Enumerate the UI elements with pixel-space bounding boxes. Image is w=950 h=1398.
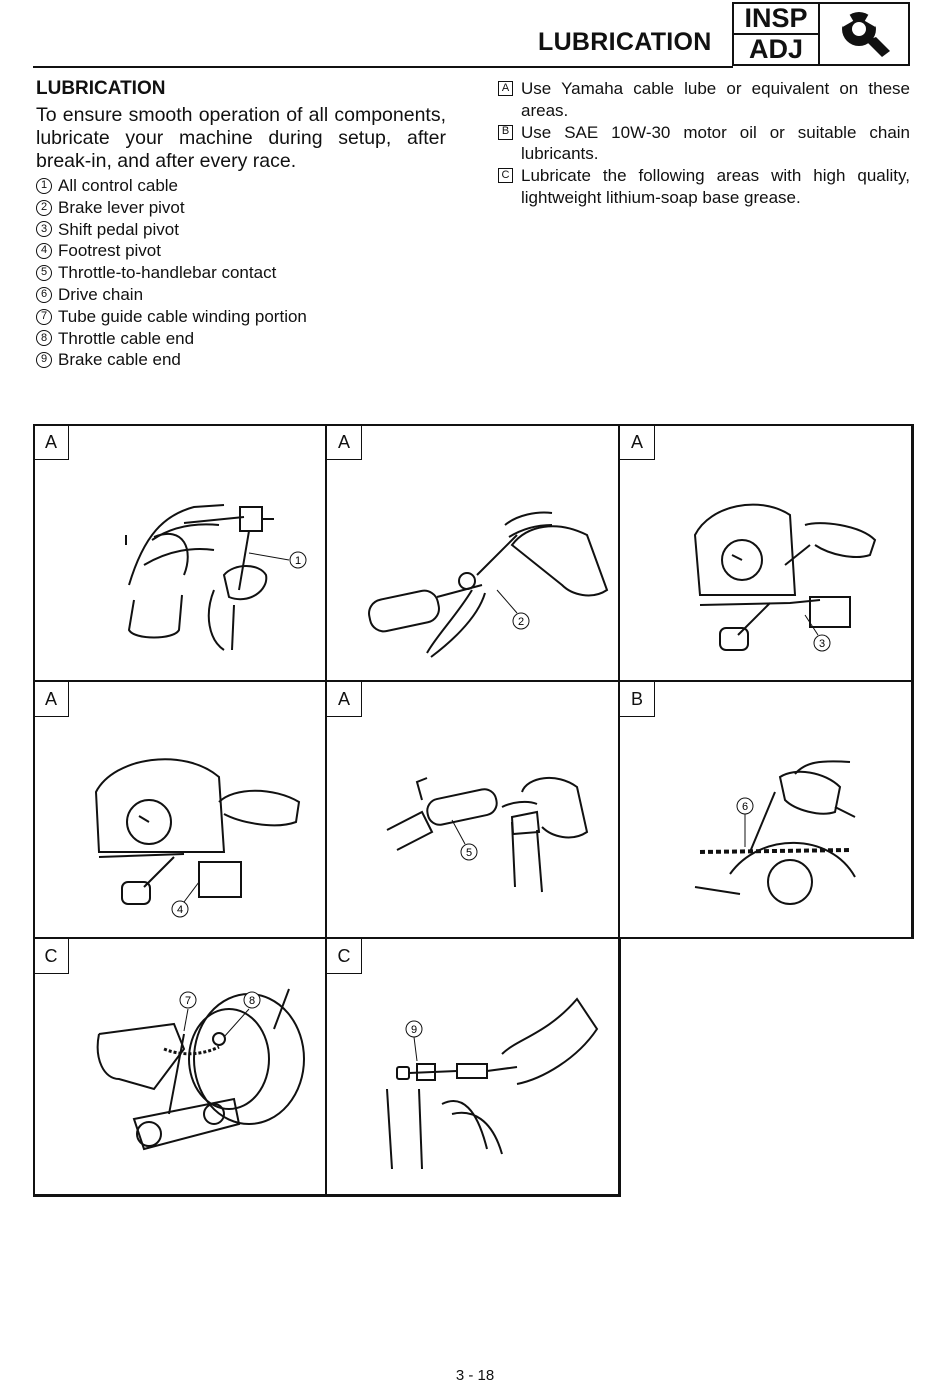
callout-7: 7	[179, 991, 197, 1032]
figure-tag: A	[327, 425, 362, 460]
number-marker: 7	[36, 308, 52, 325]
callout-number: 2	[518, 616, 524, 628]
list-item-text: Throttle cable end	[58, 328, 195, 348]
list-item: 1 All control cable	[36, 175, 446, 197]
figure-brake-lever: A 2	[326, 424, 619, 681]
callout-number: 8	[249, 995, 255, 1007]
intro-paragraph: To ensure smooth operation of all compon…	[36, 104, 446, 172]
callout-number: 5	[466, 847, 472, 859]
list-item: 8 Throttle cable end	[36, 328, 446, 350]
callout-1: 1	[248, 551, 307, 569]
brake-cable-illustration: 9	[386, 997, 599, 1170]
note-c: C Lubricate the following areas with high…	[498, 165, 910, 209]
list-item-text: Shift pedal pivot	[58, 219, 179, 239]
note-key: C	[498, 168, 513, 184]
badge-bottom-label: ADJ	[748, 34, 803, 64]
number-marker: 5	[36, 265, 52, 282]
number-marker: 2	[36, 199, 52, 216]
insp-adj-badge: INSP ADJ	[732, 2, 910, 66]
callout-2: 2	[496, 589, 530, 630]
figure-brake-cable-end: C 9	[326, 938, 619, 1195]
callout-number: 6	[742, 801, 748, 813]
header-rule	[33, 66, 733, 68]
figure-tag: A	[327, 682, 362, 717]
figure-tag: C	[34, 939, 69, 974]
number-marker: 9	[36, 352, 52, 369]
list-item-text: All control cable	[58, 176, 179, 195]
number-marker: 6	[36, 286, 52, 303]
figure-tag: A	[620, 425, 655, 460]
left-column: LUBRICATION To ensure smooth operation o…	[36, 78, 446, 371]
right-column: A Use Yamaha cable lube or equivalent on …	[498, 78, 910, 209]
figure-tag: A	[34, 425, 69, 460]
callout-number: 1	[295, 555, 301, 567]
callout-5: 5	[451, 819, 478, 861]
list-item: 7 Tube guide cable winding portion	[36, 306, 446, 328]
list-item: 9 Brake cable end	[36, 349, 446, 371]
figure-tag: B	[620, 682, 655, 717]
list-item-text: Throttle-to-handlebar contact	[58, 263, 277, 283]
control-cable-illustration: 1	[125, 504, 307, 651]
note-text: Use SAE 10W-30 motor oil or suitable cha…	[521, 122, 910, 164]
callout-number: 4	[177, 904, 183, 916]
callout-4: 4	[171, 881, 200, 918]
figure-tag: C	[327, 939, 362, 974]
note-text: Use Yamaha cable lube or equivalent on t…	[521, 79, 910, 120]
list-item: 2 Brake lever pivot	[36, 197, 446, 219]
footrest-illustration: 4	[94, 758, 301, 918]
list-item-text: Drive chain	[58, 284, 144, 304]
drive-chain-illustration: 6	[694, 760, 856, 905]
lubrication-heading: LUBRICATION	[36, 78, 166, 99]
shift-pedal-illustration: 3	[693, 503, 877, 652]
number-marker: 4	[36, 243, 52, 260]
callout-number: 9	[411, 1024, 417, 1036]
list-item-text: Brake cable end	[58, 350, 181, 370]
figure-tag: A	[34, 682, 69, 717]
figure-control-cable: A 1	[33, 424, 326, 681]
list-item-text: Footrest pivot	[58, 241, 161, 261]
figure-tube-guide: C 7 8	[33, 938, 326, 1195]
callout-6: 6	[736, 797, 754, 847]
list-item: 3 Shift pedal pivot	[36, 219, 446, 241]
throttle-illustration: 5	[386, 776, 589, 893]
figure-shift-pedal: A 3	[619, 424, 912, 681]
figure-footrest: A 4	[33, 681, 326, 938]
note-a: A Use Yamaha cable lube or equivalent on …	[498, 78, 910, 122]
list-item: 5 Throttle-to-handlebar contact	[36, 262, 446, 284]
callout-3: 3	[804, 614, 831, 652]
number-marker: 8	[36, 330, 52, 347]
wrench-icon	[820, 4, 908, 64]
number-marker: 1	[36, 177, 52, 194]
callout-number: 7	[185, 995, 191, 1007]
figure-drive-chain: B 6	[619, 681, 912, 938]
number-marker: 3	[36, 221, 52, 238]
note-text: Lubricate the following areas with high …	[521, 166, 910, 207]
badge-top-label: INSP	[734, 4, 818, 35]
callout-number: 3	[819, 638, 825, 650]
badge-text: INSP ADJ	[734, 4, 820, 64]
section-title: LUBRICATION	[538, 28, 712, 56]
brake-lever-illustration: 2	[368, 511, 609, 658]
note-b: B Use SAE 10W-30 motor oil or suitable ch…	[498, 122, 910, 166]
callout-9: 9	[405, 1020, 423, 1062]
page-number: 3 - 18	[455, 1367, 495, 1384]
note-key: B	[498, 124, 513, 140]
callout-8: 8	[223, 991, 261, 1038]
list-item-text: Brake lever pivot	[58, 197, 185, 217]
note-key: A	[498, 81, 513, 96]
list-item-text: Tube guide cable winding portion	[58, 306, 307, 326]
list-item: 4 Footrest pivot	[36, 240, 446, 262]
list-item: 6 Drive chain	[36, 284, 446, 306]
tube-guide-illustration: 7 8	[96, 988, 305, 1151]
figure-throttle-handlebar: A 5	[326, 681, 619, 938]
